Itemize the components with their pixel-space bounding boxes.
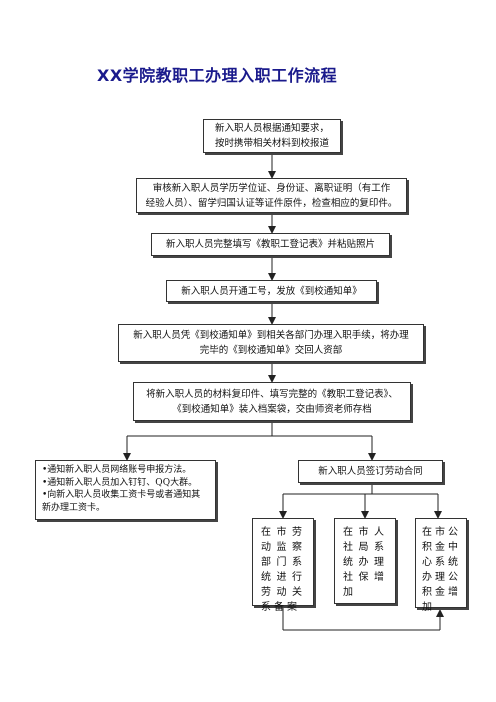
step-text: 新入职人员根据通知要求， — [214, 123, 329, 134]
step-archive: 将新入职人员的材料复印件、填写完整的《教职工登记表》、 《到校通知单》装入档案袋… — [133, 382, 411, 421]
step-text: 按时携带相关材料到校报道 — [214, 138, 329, 149]
notice-item: •通知新入职人员加入钉钉、QQ大群。 — [42, 477, 198, 488]
notice-item: •向新入职人员收集工资卡号或者通知其新办理工资卡。 — [42, 490, 201, 513]
notice-box: •通知新入职人员网络账号申报方法。 •通知新入职人员加入钉钉、QQ大群。 •向新… — [35, 460, 216, 520]
step-department-procedures: 新入职人员凭《到校通知单》到相关各部门办理入职手续，将办理 完毕的《到校通知单》… — [118, 324, 424, 362]
step-report: 新入职人员根据通知要求， 按时携带相关材料到校报道 — [203, 119, 341, 153]
step-text: 新入职人员凭《到校通知单》到相关各部门办理入职手续，将办理 — [133, 330, 409, 341]
sub-box-labor-supervision: 在市劳动监察部门系统进行劳动关系备案 — [252, 518, 314, 613]
step-text: 经验人员）、留学归国认证等证件原件，检查相应的复印件。 — [145, 197, 398, 209]
contract-text: 新入职人员签订劳动合同 — [318, 466, 423, 477]
sub-box-social-security: 在市人社局系统办理社保增加 — [334, 518, 396, 604]
notice-item: •通知新入职人员网络账号申报方法。 — [42, 465, 192, 475]
step-text: 《到校通知单》装入档案袋，交由师资老师存档 — [172, 403, 372, 415]
sub-box-housing-fund: 在市公积金中心系统办理公积金增加 — [415, 518, 467, 613]
step-issue-id: 新入职人员开通工号，发放《到校通知单》 — [166, 280, 377, 302]
step-fill-form: 新入职人员完整填写《教职工登记表》并粘贴照片 — [151, 233, 390, 256]
page-title: XX学院教职工办理入职工作流程 — [97, 66, 338, 85]
sub-box-text: 在市人社局系统办理社保增加 — [343, 527, 387, 598]
step-text: 审核新入职人员学历学位证、身份证、离职证明（有工作 — [152, 182, 391, 194]
step-text: 将新入职人员的材料复印件、填写完整的《教职工登记表》、 — [146, 388, 398, 400]
sub-box-text: 在市公积金中心系统办理公积金增加 — [422, 527, 460, 613]
sub-box-text: 在市劳动监察部门系统进行劳动关系备案 — [261, 527, 305, 613]
step-text: 新入职人员完整填写《教职工登记表》并粘贴照片 — [165, 239, 375, 250]
step-text: 完毕的《到校通知单》交回人资部 — [199, 345, 343, 356]
step-text: 新入职人员开通工号，发放《到校通知单》 — [181, 285, 362, 297]
step-verify-documents: 审核新入职人员学历学位证、身份证、离职证明（有工作 经验人员）、留学归国认证等证… — [136, 178, 407, 213]
contract-box: 新入职人员签订劳动合同 — [298, 460, 443, 483]
